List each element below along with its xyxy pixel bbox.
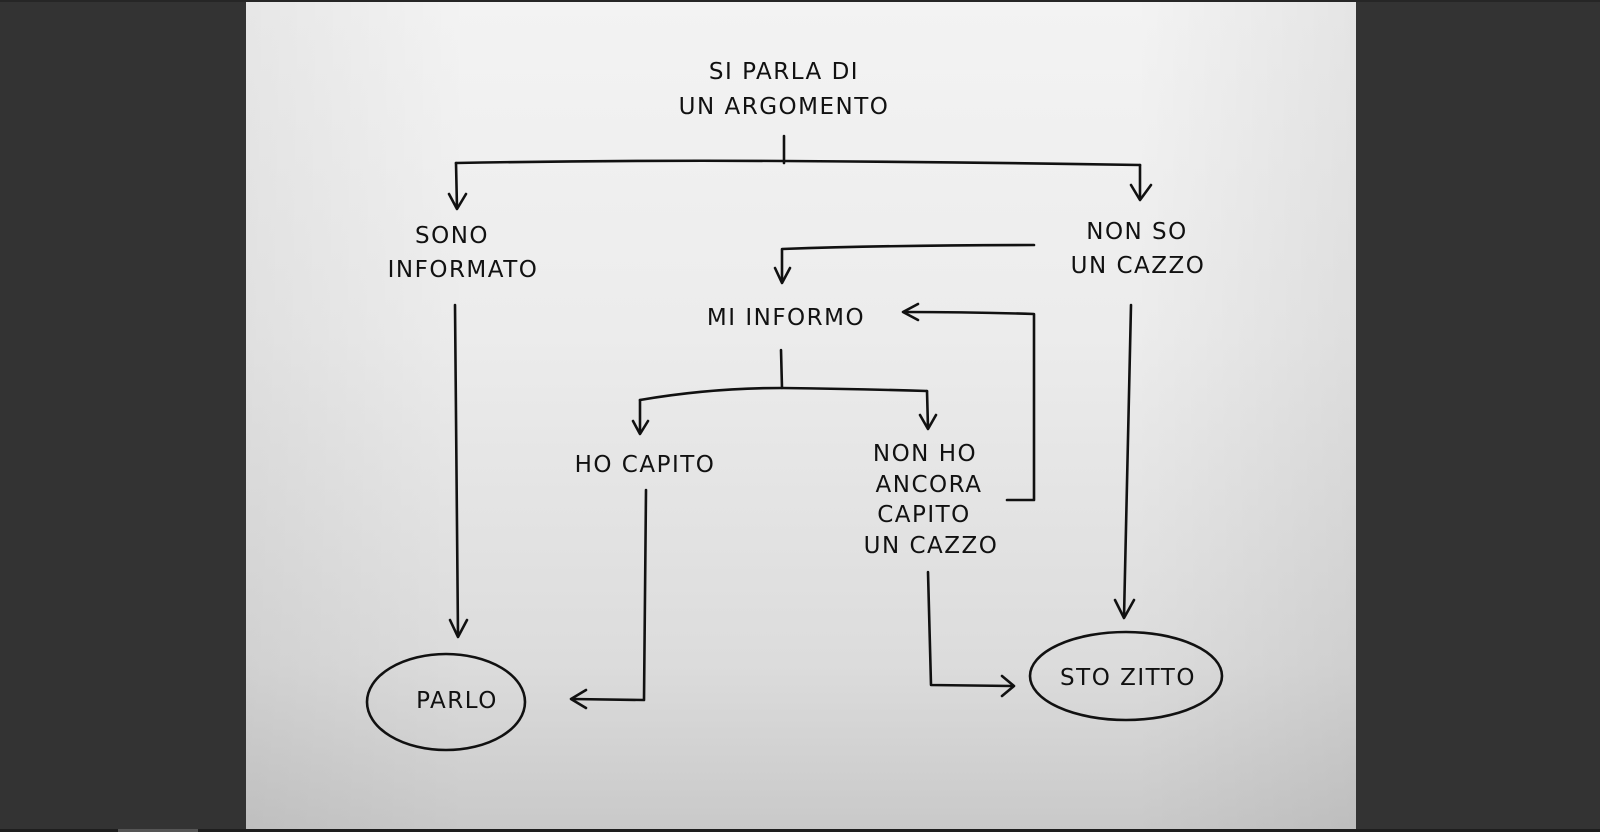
node-speak-label: PARLO: [416, 688, 498, 714]
connectors: [447, 134, 1153, 710]
node-root: SI PARLA DI UN ARGOMENTO: [679, 59, 890, 120]
node-research: MI INFORMO: [707, 305, 865, 331]
arrowhead-silent-side: [1000, 674, 1016, 698]
node-not-understood-line-2: ANCORA: [876, 472, 983, 498]
viewer-top-edge: [0, 0, 1600, 2]
arrowhead-informed: [447, 192, 468, 211]
edge-root-to-informed: [454, 161, 459, 210]
arrowhead-research-loop: [901, 302, 920, 322]
edge-root-split-bar: [454, 159, 1142, 167]
node-informed-line-1: SONO: [415, 223, 489, 249]
node-not-understood-line-3: CAPITO: [877, 502, 971, 528]
edge-research-stem: [779, 348, 784, 390]
node-informed-line-2: INFORMATO: [388, 257, 539, 283]
edge-research-to-not-understood: [925, 389, 930, 430]
diagram-photo: [246, 2, 1356, 829]
node-clueless-line-2: UN CAZZO: [1071, 253, 1206, 279]
node-not-understood-line-4: UN CAZZO: [864, 533, 999, 559]
edge-research-split-bar: [638, 386, 929, 402]
viewer-filmstrip: [0, 829, 1600, 832]
node-clueless-line-1: NON SO: [1086, 219, 1188, 245]
arrowhead-understood: [631, 419, 650, 436]
edge-informed-to-speak: [453, 303, 460, 638]
arrowhead-not-understood: [918, 413, 938, 431]
edge-clueless-to-research: [780, 243, 1036, 284]
edge-clueless-to-silent: [1122, 303, 1133, 619]
node-speak: PARLO: [416, 688, 498, 714]
edge-not-understood-to-research: [902, 310, 1036, 502]
arrowhead-speak-side: [569, 688, 588, 710]
node-research-line-1: MI INFORMO: [707, 305, 865, 331]
edge-understood-to-speak: [570, 488, 648, 702]
filmstrip-thumb[interactable]: [118, 829, 198, 832]
arrowhead-clueless: [1129, 183, 1153, 202]
speak-node-ellipse: [365, 652, 527, 752]
node-root-line-1: SI PARLA DI: [709, 59, 859, 85]
node-root-line-2: UN ARGOMENTO: [679, 94, 890, 120]
node-understood-line-1: HO CAPITO: [575, 452, 716, 478]
node-understood: HO CAPITO: [575, 452, 716, 478]
arrowhead-research: [773, 266, 792, 285]
node-silent-label: STO ZITTO: [1060, 665, 1196, 691]
node-clueless: NON SO UN CAZZO: [1071, 219, 1206, 279]
node-not-understood-line-1: NON HO: [873, 441, 977, 467]
node-informed: SONO INFORMATO: [388, 223, 539, 283]
arrowhead-silent-top: [1113, 598, 1136, 620]
node-silent: STO ZITTO: [1060, 665, 1196, 691]
node-not-understood: NON HO ANCORA CAPITO UN CAZZO: [864, 441, 999, 559]
silent-node-ellipse: [1028, 630, 1224, 722]
edge-not-understood-to-silent: [926, 570, 1014, 688]
arrowhead-speak-top: [448, 618, 469, 639]
